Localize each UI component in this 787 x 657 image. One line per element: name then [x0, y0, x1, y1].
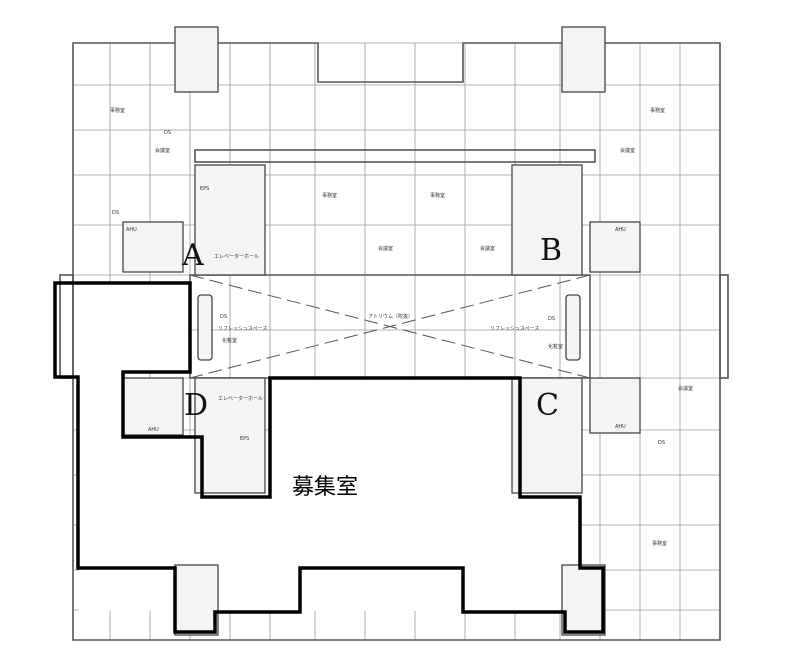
toilet-label: 化粧室: [548, 343, 563, 350]
ds-label: DS: [112, 210, 119, 216]
stair-core-sw: [174, 564, 219, 636]
ahu-room-nw: [122, 221, 184, 273]
meeting-label: 会議室: [620, 147, 635, 154]
structural-grid: [56, 42, 721, 641]
core-label-d: D: [184, 388, 208, 423]
east-bay: [719, 274, 729, 379]
meeting-label: 会議室: [155, 147, 170, 154]
north-corridor: [194, 149, 596, 163]
ahu-label: AHU: [615, 227, 626, 233]
elevator-hall-label: エレベーターホール: [214, 253, 259, 260]
toilet-label: 化粧室: [222, 337, 237, 344]
stair-core-ne: [561, 26, 606, 93]
exterior-wall: [72, 42, 721, 641]
elevator-core-d: [194, 377, 266, 494]
refresh-label-east: リフレッシュスペース: [490, 326, 539, 332]
office-label: 事務室: [430, 192, 445, 199]
core-label-b: B: [540, 233, 562, 268]
office-label: 事務室: [110, 107, 125, 114]
refresh-space-west: [197, 294, 213, 361]
leased-area-fill: [79, 372, 122, 442]
ds-label: DS: [164, 130, 171, 136]
ahu-room-se: [589, 377, 641, 434]
office-label: 事務室: [322, 192, 337, 199]
office-label: 事務室: [652, 540, 667, 547]
ds-label: DS: [548, 316, 555, 322]
elevator-core-c: [511, 377, 583, 494]
ds-label: DS: [220, 314, 227, 320]
refresh-space-east: [565, 294, 581, 361]
stair-core-se: [561, 564, 606, 636]
elevator-core-a: [194, 164, 266, 276]
ds-label: DS: [658, 440, 665, 446]
atrium-diagonal: [189, 274, 591, 379]
office-label: 事務室: [650, 107, 665, 114]
ahu-label: AHU: [148, 427, 159, 433]
elevator-core-b: [511, 164, 583, 276]
ahu-room-sw: [122, 377, 184, 436]
refresh-label-west: リフレッシュスペース: [218, 326, 267, 332]
leased-area-fill: [79, 438, 579, 611]
meeting-label: 会議室: [378, 245, 393, 252]
atrium-label: アトリウム（吹抜）: [368, 313, 413, 320]
leased-area-fill: [56, 284, 189, 372]
ahu-label: AHU: [126, 227, 137, 233]
meeting-label: 会議室: [480, 245, 495, 252]
ahu-room-ne: [589, 221, 641, 273]
core-label-a: A: [181, 238, 204, 273]
leased-area-outline: [53, 281, 605, 634]
elevator-hall-label: エレベーターホール: [218, 395, 263, 402]
meeting-label: 会議室: [678, 385, 693, 392]
ahu-label: AHU: [615, 424, 626, 430]
cores: [122, 26, 641, 636]
stair-core-nw: [174, 26, 219, 93]
leased-room-label: 募集室: [292, 475, 358, 500]
core-label-c: C: [536, 388, 559, 423]
eps-label: EPS: [240, 436, 249, 442]
eps-label: EPS: [200, 186, 209, 192]
